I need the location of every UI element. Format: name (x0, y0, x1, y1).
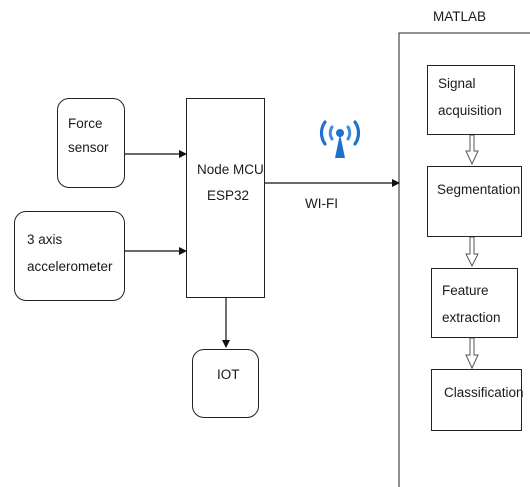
hollow-arrow-3 (465, 337, 479, 370)
classification-label: Classification (444, 385, 524, 400)
signal-acquisition-block: Signal acquisition (427, 65, 515, 135)
accelerometer-label-line2: accelerometer (27, 259, 113, 274)
iot-label: IOT (217, 367, 240, 382)
hollow-arrow-1 (465, 134, 479, 166)
matlab-title: MATLAB (433, 9, 487, 24)
segmentation-label: Segmentation (437, 182, 521, 197)
feature-extraction-label-line2: extraction (442, 310, 501, 325)
wifi-label: WI-FI (305, 196, 338, 211)
wifi-antenna-icon (319, 120, 361, 158)
iot-block: IOT (192, 349, 259, 418)
force-sensor-label-line1: Force (68, 116, 103, 131)
node-mcu-label-line1: Node MCU (197, 162, 264, 177)
accelerometer-block: 3 axis accelerometer (14, 211, 125, 301)
node-mcu-block: Node MCU ESP32 (186, 98, 265, 298)
hollow-arrow-2 (465, 236, 479, 268)
signal-acquisition-label-line2: acquisition (438, 103, 502, 118)
matlab-container-border (398, 32, 530, 487)
classification-block: Classification (431, 369, 524, 431)
force-sensor-label-line2: sensor (68, 140, 109, 155)
node-mcu-label-line2: ESP32 (207, 188, 250, 203)
signal-acquisition-label-line1: Signal (438, 76, 476, 91)
accelerometer-label-line1: 3 axis (27, 232, 63, 247)
segmentation-block: Segmentation (427, 166, 522, 237)
force-sensor-block: Force sensor (57, 98, 125, 188)
feature-extraction-label-line1: Feature (442, 283, 489, 298)
feature-extraction-block: Feature extraction (431, 268, 518, 338)
